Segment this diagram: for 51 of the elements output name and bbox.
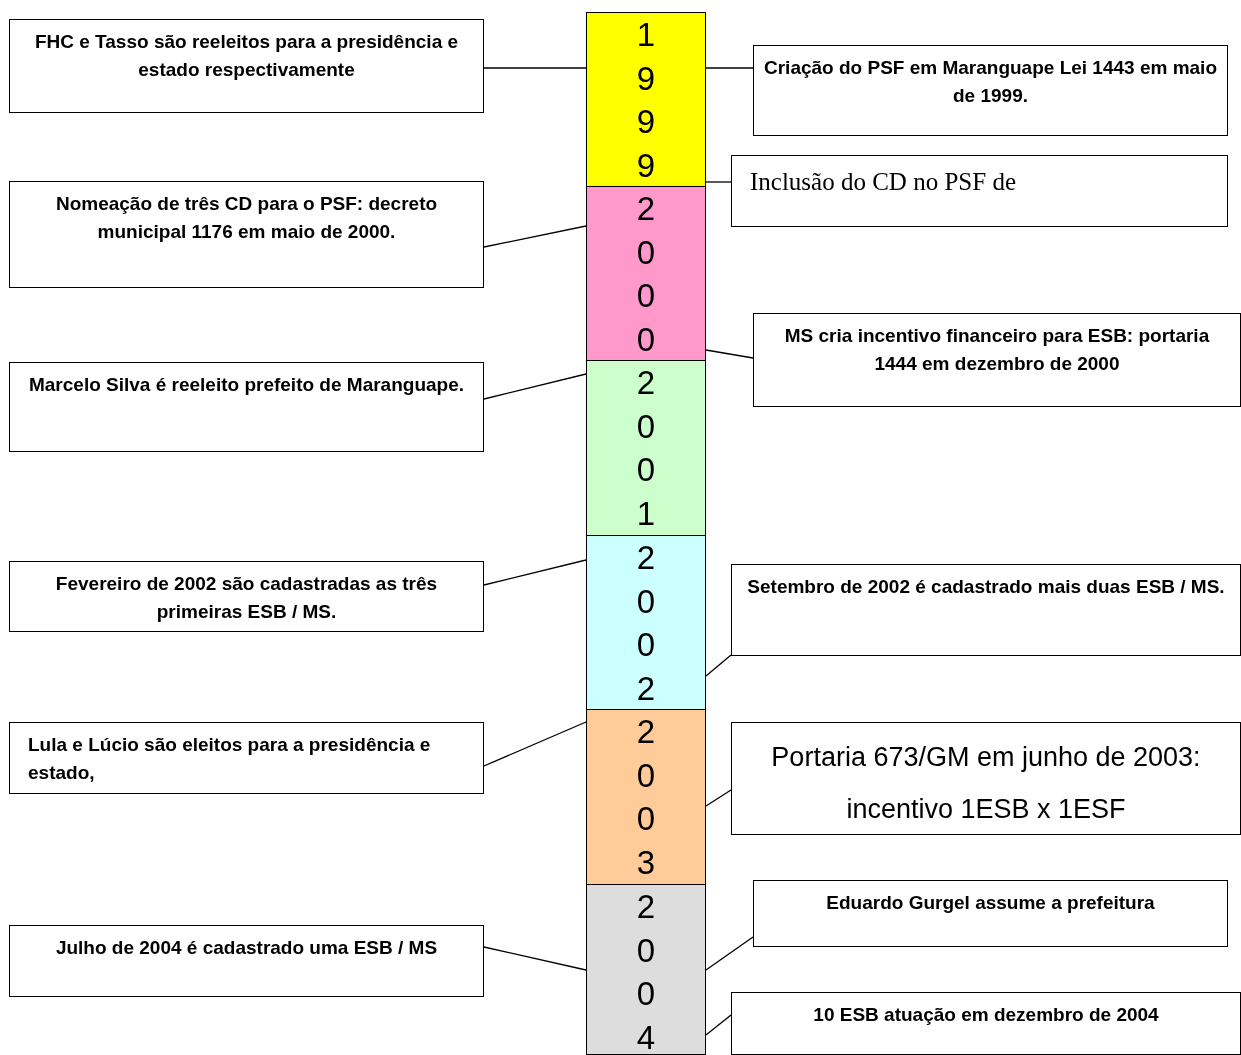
event-text: Lula e Lúcio são eleitos para a presidência e estado,: [27, 733, 432, 785]
event-box: [9, 19, 484, 113]
connector-line: [483, 225, 587, 248]
year-label: 2001: [635, 363, 657, 534]
event-text: Setembro de 2002 é cadastrado mais duas ESB / MS.: [746, 575, 1226, 599]
connector-line: [705, 789, 732, 807]
event-text: Criação do PSF em Maranguape Lei 1443 em maio de 1999.: [763, 56, 1218, 108]
year-segment: [586, 186, 706, 361]
year-segment: [586, 535, 706, 710]
connector-line: [483, 721, 587, 767]
year-segment: [586, 709, 706, 885]
event-text: Julho de 2004 é cadastrado uma ESB / MS: [54, 936, 439, 960]
year-segment: [586, 12, 706, 187]
connector-line: [483, 373, 587, 400]
connector-line: [705, 181, 732, 183]
connector-line: [483, 559, 587, 586]
connector-line: [705, 654, 732, 677]
event-text: Inclusão do CD no PSF de: [749, 167, 1017, 197]
event-box: [9, 722, 484, 794]
event-box: [731, 722, 1241, 835]
connector-line: [705, 67, 754, 69]
year-label: 1999: [635, 15, 657, 186]
event-box: [731, 155, 1228, 227]
event-box: [9, 181, 484, 288]
year-label: 2004: [635, 887, 657, 1055]
event-box: [731, 564, 1241, 656]
event-text: MS cria incentivo financeiro para ESB: portaria 1444 em dezembro de 2000: [783, 324, 1211, 376]
event-box: [731, 992, 1241, 1055]
year-label: 2003: [635, 712, 657, 883]
year-segment: [586, 884, 706, 1055]
event-text: FHC e Tasso são reeleitos para a presidência e estado respectivamente: [33, 30, 460, 82]
event-text: Marcelo Silva é reeleito prefeito de Maranguape.: [27, 373, 465, 397]
year-segment: [586, 360, 706, 536]
event-text: Portaria 673/GM em junho de 2003: incentivo 1ESB x 1ESF: [770, 741, 1202, 826]
event-text: 10 ESB atuação em dezembro de 2004: [812, 1003, 1160, 1027]
year-label: 2002: [635, 538, 657, 709]
event-box: [753, 880, 1228, 947]
event-text: Nomeação de três CD para o PSF: decreto municipal 1176 em maio de 2000.: [54, 192, 439, 244]
connector-line: [705, 1014, 732, 1036]
event-box: [753, 313, 1241, 407]
connector-line: [483, 946, 587, 971]
event-box: [9, 925, 484, 997]
connector-line: [483, 67, 587, 69]
event-box: [9, 561, 484, 632]
connector-line: [705, 936, 754, 971]
year-label: 2000: [635, 189, 657, 360]
event-text: Eduardo Gurgel assume a prefeitura: [825, 891, 1156, 915]
event-text: Fevereiro de 2002 são cadastradas as três primeiras ESB / MS.: [54, 572, 439, 624]
connector-line: [705, 349, 754, 359]
event-box: [753, 45, 1228, 136]
event-box: [9, 362, 484, 452]
